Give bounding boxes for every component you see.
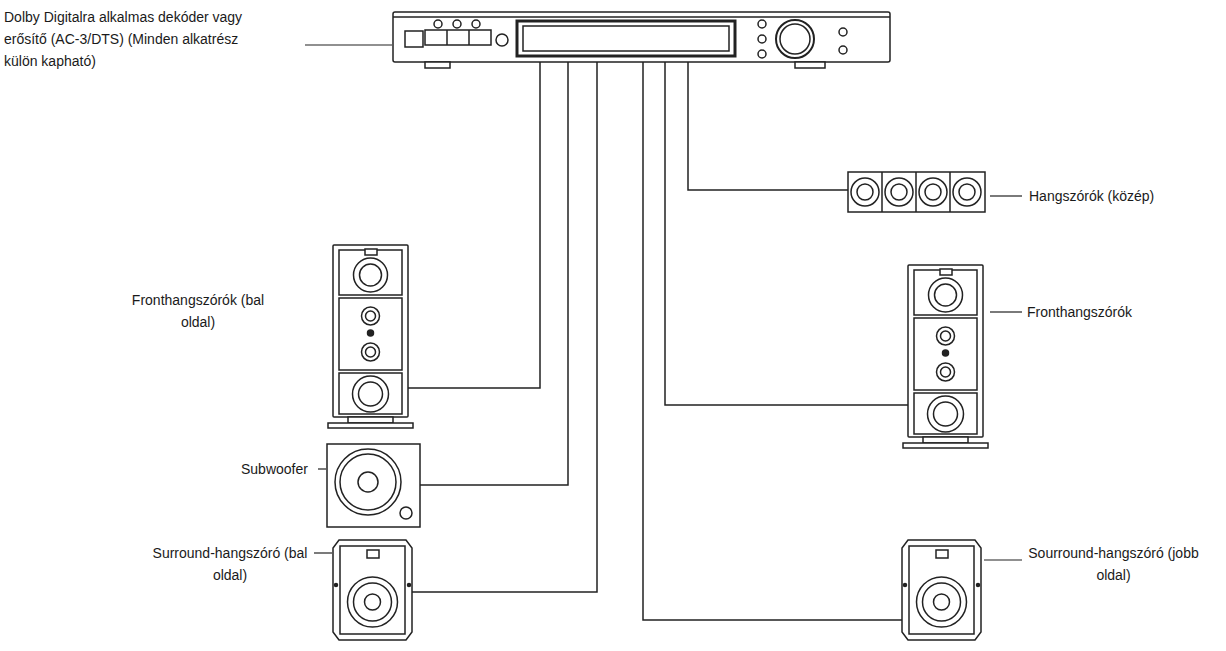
surround-speaker-left	[333, 540, 412, 640]
leader-lines	[305, 45, 1022, 560]
device-label: Fronthangszórók (bal oldal)	[128, 289, 268, 333]
center-speaker	[848, 172, 985, 212]
speaker-box: Sourround-hangszóró (jobb oldal)	[902, 540, 981, 640]
subwoofer	[327, 444, 420, 527]
speaker-box: Fronthangszórók (bal oldal)	[333, 245, 408, 428]
speaker-cable	[688, 62, 848, 190]
speaker-cable	[665, 62, 908, 405]
front-speaker-left	[328, 245, 413, 428]
amplifier-box: Dolby Digitalra alkalmas dekóder vagy er…	[393, 12, 890, 62]
device-label: Dolby Digitalra alkalmas dekóder vagy er…	[4, 6, 259, 72]
amplifier-unit	[393, 12, 890, 68]
speaker-box: Fronthangszórók	[908, 265, 983, 448]
speaker-box: Subwoofer	[327, 444, 420, 527]
speaker-cable	[408, 62, 540, 388]
device-label: Sourround-hangszóró (jobb oldal)	[1026, 542, 1201, 586]
speaker-cable	[420, 62, 568, 485]
device-label: Subwoofer	[241, 458, 308, 480]
device-label: Hangszórók (közép)	[1029, 185, 1154, 207]
speaker-box: Hangszórók (közép)	[848, 172, 985, 212]
device-label: Surround-hangszóró (bal oldal)	[145, 542, 315, 586]
surround-speaker-right	[902, 540, 981, 640]
speaker-cable	[412, 62, 597, 592]
speaker-box: Surround-hangszóró (bal oldal)	[333, 540, 412, 640]
front-speaker-right	[903, 265, 988, 448]
speaker-cable	[643, 62, 902, 620]
device-label: Fronthangszórók	[1027, 301, 1132, 323]
